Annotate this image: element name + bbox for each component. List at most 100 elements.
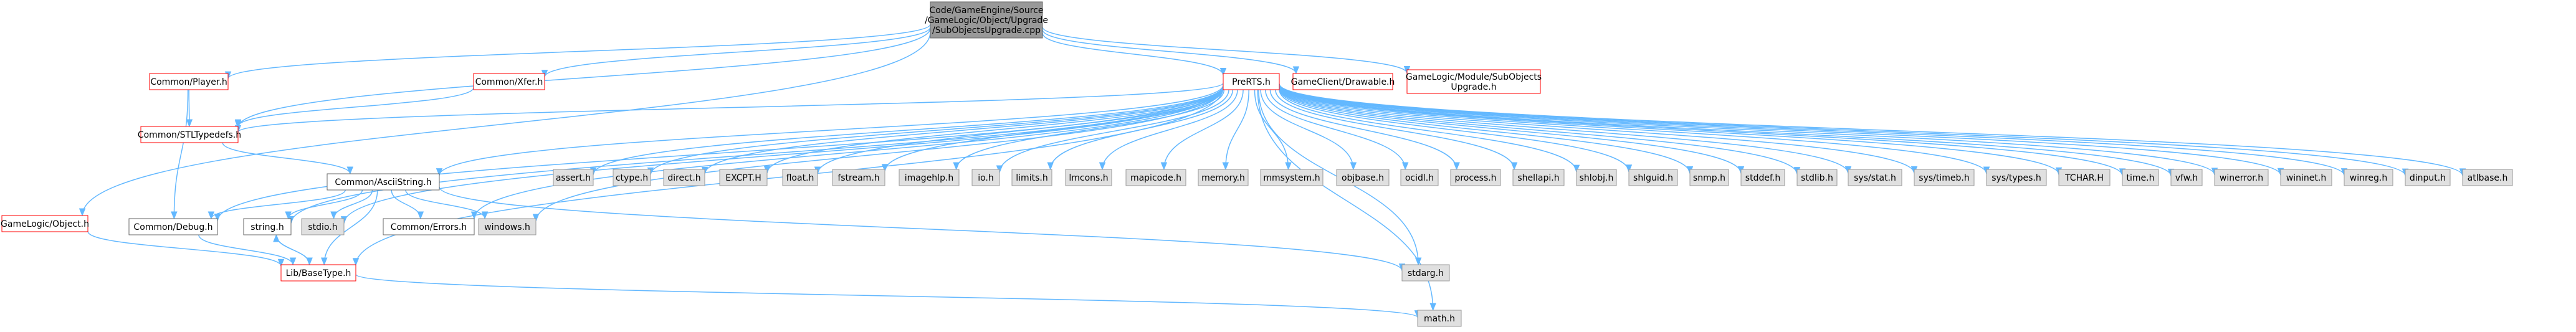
node-label-stdarg: stdarg.h (1408, 268, 1444, 278)
arrowhead-prerts-to-process (1453, 162, 1460, 171)
node-box-wininet (2280, 169, 2332, 186)
node-player[interactable]: Common/Player.h (149, 73, 229, 90)
node-box-ctype (613, 169, 651, 186)
node-label-object: GameLogic/Object.h (1, 219, 89, 229)
node-atlbase: atlbase.h (2462, 169, 2513, 186)
edge-root-to-player (227, 24, 931, 79)
node-drawable[interactable]: GameClient/Drawable.h (1291, 73, 1395, 90)
edge-xfer-to-stdlibtypedefs (237, 87, 474, 127)
node-excpt: EXCPT.H (719, 169, 768, 186)
node-label-shlobj: shlobj.h (1580, 173, 1614, 183)
edge-stdlibtypedefs-to-asciistring (222, 142, 351, 174)
arrowhead-asciistring-to-errors (417, 211, 424, 220)
node-label-time: time.h (2127, 173, 2155, 183)
node-tchar: TCHAR.H (2058, 169, 2111, 186)
node-label-ocidl: ocidl.h (1405, 173, 1434, 183)
node-label-root: /GameLogic/Object/Upgrade (925, 16, 1048, 26)
node-label-stddef: stddef.h (1745, 173, 1780, 183)
node-asciistring[interactable]: Common/AsciiString.h (327, 173, 440, 191)
arrowhead-debug-to-basetype (289, 257, 297, 266)
edge-debug-to-basetype (198, 234, 293, 265)
node-object[interactable]: GameLogic/Object.h (1, 215, 89, 232)
node-vfw: vfw.h (2170, 169, 2203, 186)
edge-prerts-to-dinput (1279, 83, 2406, 176)
edge-prerts-to-assert (593, 85, 1224, 175)
node-box-winreg (2344, 169, 2393, 186)
node-label-subobjupg: GameLogic/Module/SubObjects (1406, 72, 1542, 82)
node-subobjupg[interactable]: GameLogic/Module/SubObjectsUpgrade.h (1406, 69, 1542, 94)
arrowhead-prerts-to-math (1429, 303, 1436, 311)
node-windows: windows.h (478, 218, 537, 235)
edge-prerts-to-float (817, 87, 1224, 174)
node-label-string: string.h (250, 222, 284, 232)
node-label-prerts: PreRTS.h (1232, 77, 1271, 87)
node-box-subobjupg (1406, 69, 1541, 94)
node-prerts[interactable]: PreRTS.h (1223, 73, 1280, 90)
node-imagehlp: imagehlp.h (899, 169, 960, 186)
node-box-math (1417, 310, 1462, 327)
node-label-stdio: stdio.h (308, 222, 337, 232)
node-label-shellapi: shellapi.h (1517, 173, 1559, 183)
node-errors[interactable]: Common/Errors.h (383, 218, 475, 235)
node-box-mapicode (1125, 169, 1186, 186)
node-box-stdlibtypedefs (140, 126, 239, 143)
edge-prerts-to-wininet (1279, 83, 2281, 176)
node-debug[interactable]: Common/Debug.h (128, 218, 218, 235)
node-label-io: io.h (978, 173, 994, 183)
node-label-stdlib: stdlib.h (1801, 173, 1833, 183)
node-box-stdlib (1796, 169, 1838, 186)
node-objbase: objbase.h (1336, 169, 1390, 186)
node-label-direct: direct.h (667, 173, 700, 183)
edge-prerts-to-objbase (1260, 89, 1354, 170)
node-root[interactable]: Code/GameEngine/Source/GameLogic/Object/… (925, 1, 1048, 39)
node-xfer[interactable]: Common/Xfer.h (473, 73, 545, 90)
node-box-snmp (1689, 169, 1729, 186)
node-label-debug: Common/Debug.h (133, 222, 212, 232)
node-box-winerror (2214, 169, 2269, 186)
edge-prerts-to-lmcons (1102, 89, 1238, 170)
edge-prerts-to-process (1269, 89, 1457, 170)
edge-prerts-to-shlobj (1279, 89, 1577, 173)
node-box-stdio (301, 218, 345, 235)
node-label-root: Code/GameEngine/Source (929, 6, 1043, 16)
edge-prerts-to-systimeb (1279, 85, 1915, 174)
node-basetype[interactable]: Lib/BaseType.h (280, 264, 356, 282)
node-label-sysstat: sys/stat.h (1854, 173, 1896, 183)
node-stdlibtypedefs[interactable]: Common/STLTypedefs.h (138, 126, 241, 143)
edge-player-to-debug (173, 89, 189, 219)
arrowhead-prerts-to-imagehlp (953, 162, 960, 171)
node-label-snmp: snmp.h (1693, 173, 1725, 183)
node-math: math.h (1417, 310, 1462, 327)
node-string[interactable]: string.h (243, 218, 292, 235)
edge-prerts-to-memory (1225, 89, 1249, 170)
arrowhead-prerts-to-shlobj (1573, 164, 1580, 173)
edge-root-to-object (82, 32, 931, 216)
node-label-asciistring: Common/AsciiString.h (335, 178, 431, 187)
node-box-direct (663, 169, 705, 186)
arrowhead-prerts-to-fstream (881, 164, 889, 173)
edge-root-to-stdlibtypedefs (237, 27, 931, 128)
node-label-player: Common/Player.h (150, 77, 227, 87)
node-box-limits (1011, 169, 1052, 186)
arrowhead-basetype-to-string (273, 234, 280, 242)
edge-root-to-xfer (544, 27, 931, 77)
edge-object-to-basetype (87, 231, 282, 267)
node-box-ocidl (1400, 169, 1439, 186)
edge-prerts-to-stddef (1279, 87, 1742, 174)
node-label-memory: memory.h (1201, 173, 1245, 183)
edge-asciistring-to-string (287, 189, 363, 219)
node-box-assert (553, 169, 594, 186)
node-box-asciistring (327, 173, 440, 191)
edge-prerts-to-snmp (1279, 87, 1691, 174)
node-label-errors: Common/Errors.h (391, 222, 467, 232)
node-box-systimeb (1914, 169, 1975, 186)
edge-prerts-to-sysstat (1279, 85, 1849, 174)
edge-prerts-to-windows (535, 87, 1224, 222)
node-ctype: ctype.h (613, 169, 651, 186)
edge-asciistring-to-errors (391, 189, 421, 219)
edge-prerts-to-tchar (1279, 85, 2059, 175)
edge-prerts-to-vfw (1279, 84, 2172, 176)
node-box-time (2122, 169, 2159, 186)
node-fstream: fstream.h (832, 169, 885, 186)
arrowhead-root-to-object (79, 208, 86, 217)
